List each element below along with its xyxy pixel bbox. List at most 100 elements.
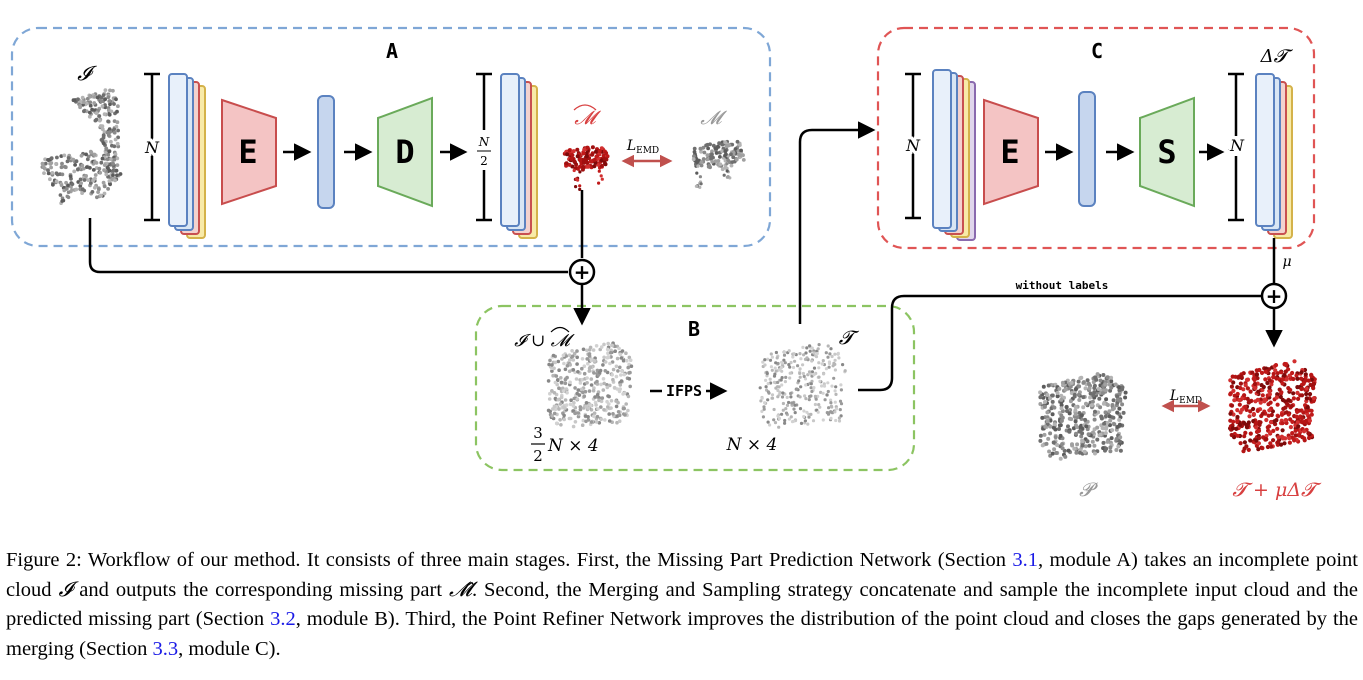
- point: [768, 423, 772, 427]
- point: [699, 160, 704, 165]
- point: [1050, 399, 1055, 404]
- section-ref-3-2[interactable]: 3.2: [270, 608, 296, 630]
- point: [596, 373, 601, 377]
- point: [556, 359, 561, 364]
- point: [568, 380, 572, 385]
- point: [575, 349, 579, 353]
- point: [106, 187, 110, 191]
- point: [46, 168, 50, 173]
- latent-vector-a: [317, 95, 335, 209]
- point: [1254, 438, 1259, 443]
- point: [829, 398, 833, 402]
- module-c-label: C: [1091, 39, 1103, 63]
- point: [625, 358, 629, 363]
- point: [589, 403, 593, 408]
- point: [617, 419, 622, 424]
- point: [805, 410, 809, 414]
- point: [817, 403, 821, 407]
- point: [1295, 390, 1300, 395]
- point: [695, 160, 699, 165]
- point: [1052, 422, 1057, 427]
- point: [616, 410, 621, 414]
- point: [798, 367, 802, 371]
- figure-caption: Figure 2: Workflow of our method. It con…: [6, 546, 1358, 664]
- point: [1229, 384, 1234, 389]
- point: [1105, 421, 1110, 425]
- point: [784, 411, 789, 415]
- caption-part5: , module B). Third, the Point Refiner Ne…: [6, 608, 1358, 660]
- point: [572, 401, 576, 405]
- point: [1073, 387, 1078, 392]
- point: [1064, 405, 1069, 410]
- point: [829, 347, 833, 351]
- point: [766, 390, 771, 394]
- point: [829, 401, 833, 405]
- section-ref-3-1[interactable]: 3.1: [1012, 549, 1039, 571]
- point: [727, 143, 732, 148]
- point: [774, 350, 779, 355]
- module-a-box: [10, 26, 772, 248]
- point: [1261, 384, 1266, 390]
- point: [823, 398, 827, 402]
- point: [107, 99, 112, 103]
- point: [1084, 424, 1089, 429]
- point: [723, 140, 727, 145]
- point: [803, 419, 808, 423]
- point: [781, 391, 785, 395]
- point: [89, 150, 94, 155]
- point: [1242, 440, 1247, 445]
- point: [798, 407, 803, 411]
- point: [1304, 386, 1309, 391]
- point: [599, 146, 604, 151]
- point: [556, 397, 560, 402]
- point: [1108, 445, 1113, 450]
- point: [82, 100, 86, 105]
- point: [1248, 431, 1253, 436]
- point: [101, 180, 106, 185]
- point: [1104, 397, 1109, 402]
- point: [97, 118, 102, 123]
- point: [592, 386, 596, 390]
- point: [103, 97, 107, 102]
- point: [739, 148, 743, 153]
- point: [1046, 436, 1051, 441]
- point: [827, 360, 832, 364]
- point: [826, 389, 830, 394]
- point: [1055, 394, 1060, 399]
- point: [1098, 405, 1103, 410]
- point: [1057, 427, 1061, 431]
- point: [807, 370, 812, 374]
- point: [798, 395, 802, 399]
- point: [1113, 382, 1118, 387]
- point: [605, 385, 610, 390]
- point: [1256, 441, 1261, 446]
- gt-missing-cloud: [691, 139, 746, 189]
- point: [692, 146, 697, 151]
- point: [792, 407, 796, 411]
- point: [1048, 431, 1053, 436]
- point: [592, 157, 597, 162]
- point: [559, 395, 564, 400]
- point: [567, 148, 572, 153]
- point: [1235, 433, 1240, 438]
- point: [1045, 393, 1050, 397]
- point: [107, 149, 111, 154]
- point: [1291, 376, 1296, 382]
- point: [115, 120, 120, 125]
- point: [1111, 398, 1116, 403]
- n-label-c-in: N: [905, 136, 921, 155]
- point: [1077, 398, 1082, 402]
- emd-label-final: LEMD: [1169, 388, 1202, 406]
- point: [1048, 396, 1053, 401]
- point: [785, 395, 789, 399]
- section-ref-3-3[interactable]: 3.3: [152, 637, 179, 660]
- point: [76, 167, 80, 172]
- point: [1231, 419, 1236, 424]
- point: [109, 109, 114, 114]
- point: [1295, 420, 1300, 425]
- point: [597, 181, 601, 185]
- point: [58, 193, 63, 197]
- point: [1123, 390, 1128, 395]
- point: [1260, 411, 1265, 416]
- point: [1283, 369, 1288, 374]
